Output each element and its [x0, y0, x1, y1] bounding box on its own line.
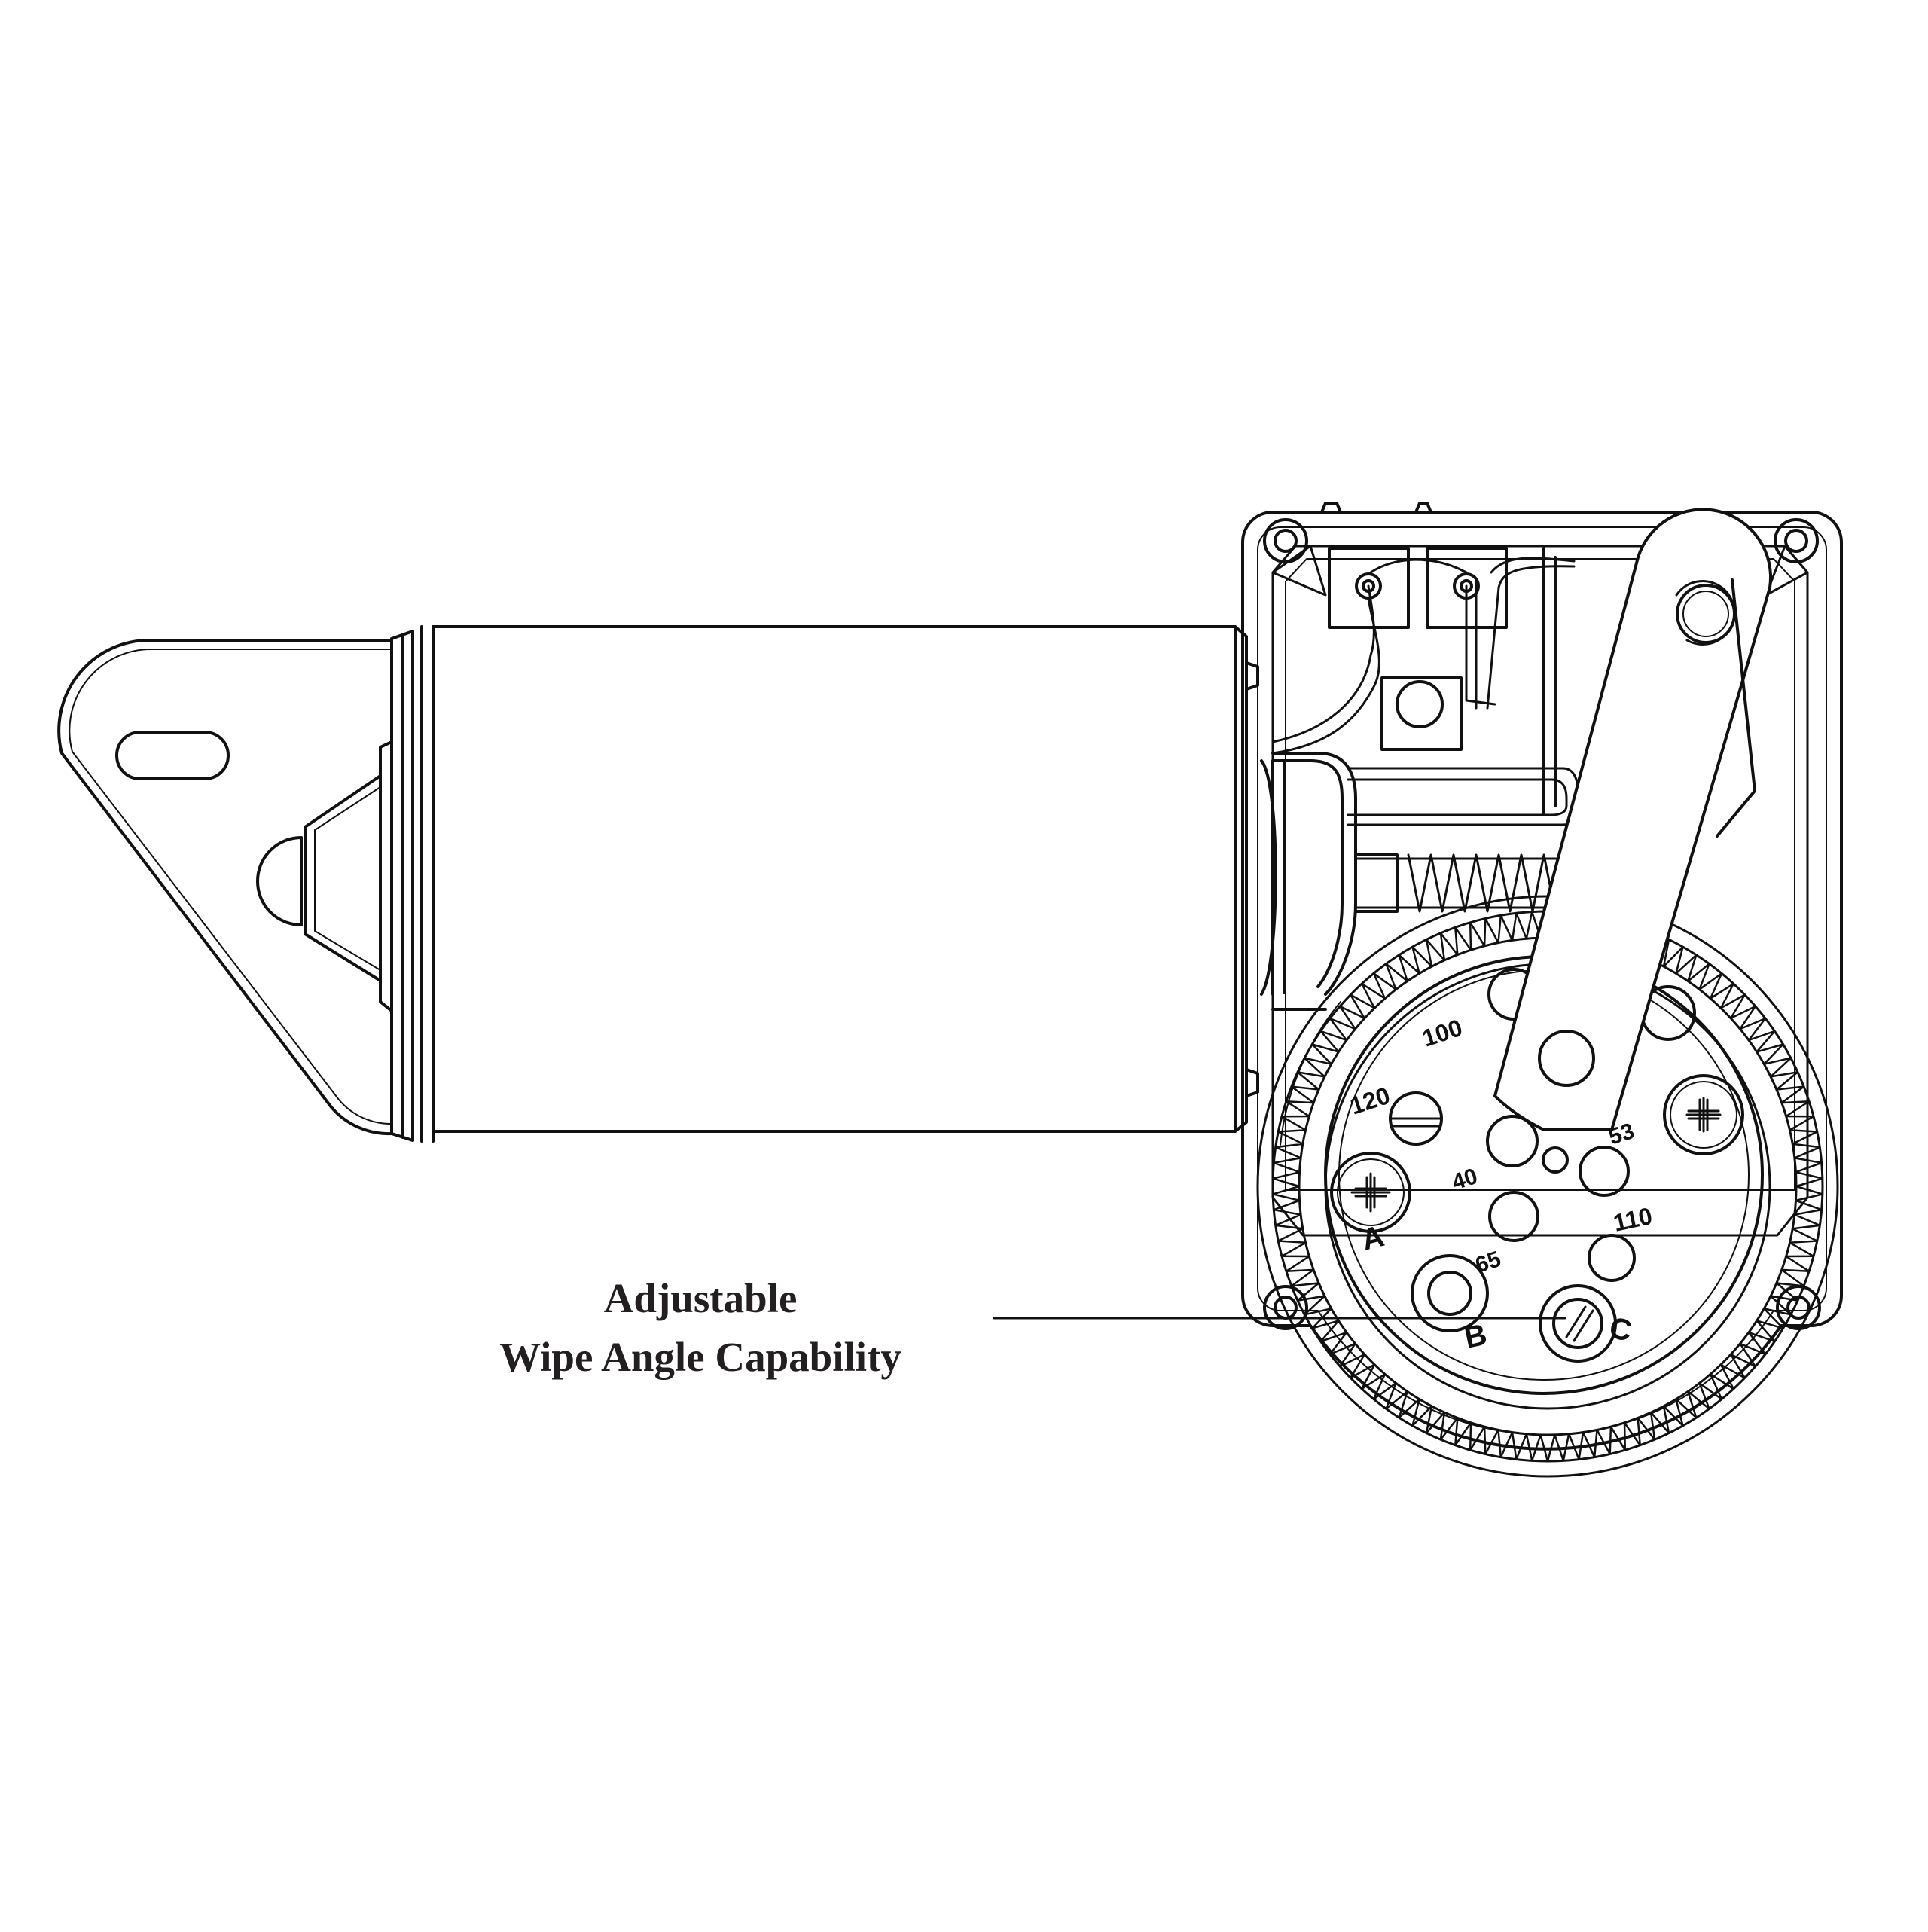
callout-line-1: Adjustable: [603, 1275, 798, 1321]
armature: [1260, 752, 1399, 1011]
bolt-b: [1411, 1254, 1489, 1332]
label-120: 120: [1347, 1082, 1393, 1120]
hole-110: [1588, 1234, 1636, 1282]
worm-shaft: [1354, 853, 1568, 913]
bolt-c: [1539, 1284, 1617, 1363]
slotted-bolts: [1411, 1254, 1617, 1363]
screw-right: [1663, 1074, 1744, 1155]
screw-a: [1330, 1152, 1411, 1233]
label-C: C: [1606, 1311, 1634, 1348]
callout-line-2: Wipe Angle Capability: [499, 1334, 901, 1380]
hole-center-large: [1486, 1115, 1539, 1167]
label-100: 100: [1419, 1014, 1466, 1052]
motor-can: [432, 625, 1259, 1133]
hole-53: [1579, 1146, 1630, 1197]
crank-arm: [1493, 508, 1773, 1131]
bracket-slot: [115, 731, 230, 780]
adjustment-holes: [1389, 968, 1696, 1282]
hole-center-small: [1542, 1146, 1569, 1174]
hole-40: [1488, 1191, 1539, 1242]
wiring: [1271, 557, 1579, 826]
hole-120: [1389, 1091, 1443, 1146]
callout-text: Adjustable Wipe Angle Capability: [407, 1269, 994, 1387]
phillips-screws: [1330, 1074, 1744, 1233]
label-65: 65: [1472, 1247, 1504, 1278]
end-cap: [390, 625, 435, 1143]
label-A: A: [1359, 1219, 1388, 1257]
label-B: B: [1462, 1318, 1490, 1355]
bearing-boss: [256, 740, 393, 1012]
label-110: 110: [1611, 1202, 1655, 1237]
mounting-bracket: [57, 638, 393, 1136]
